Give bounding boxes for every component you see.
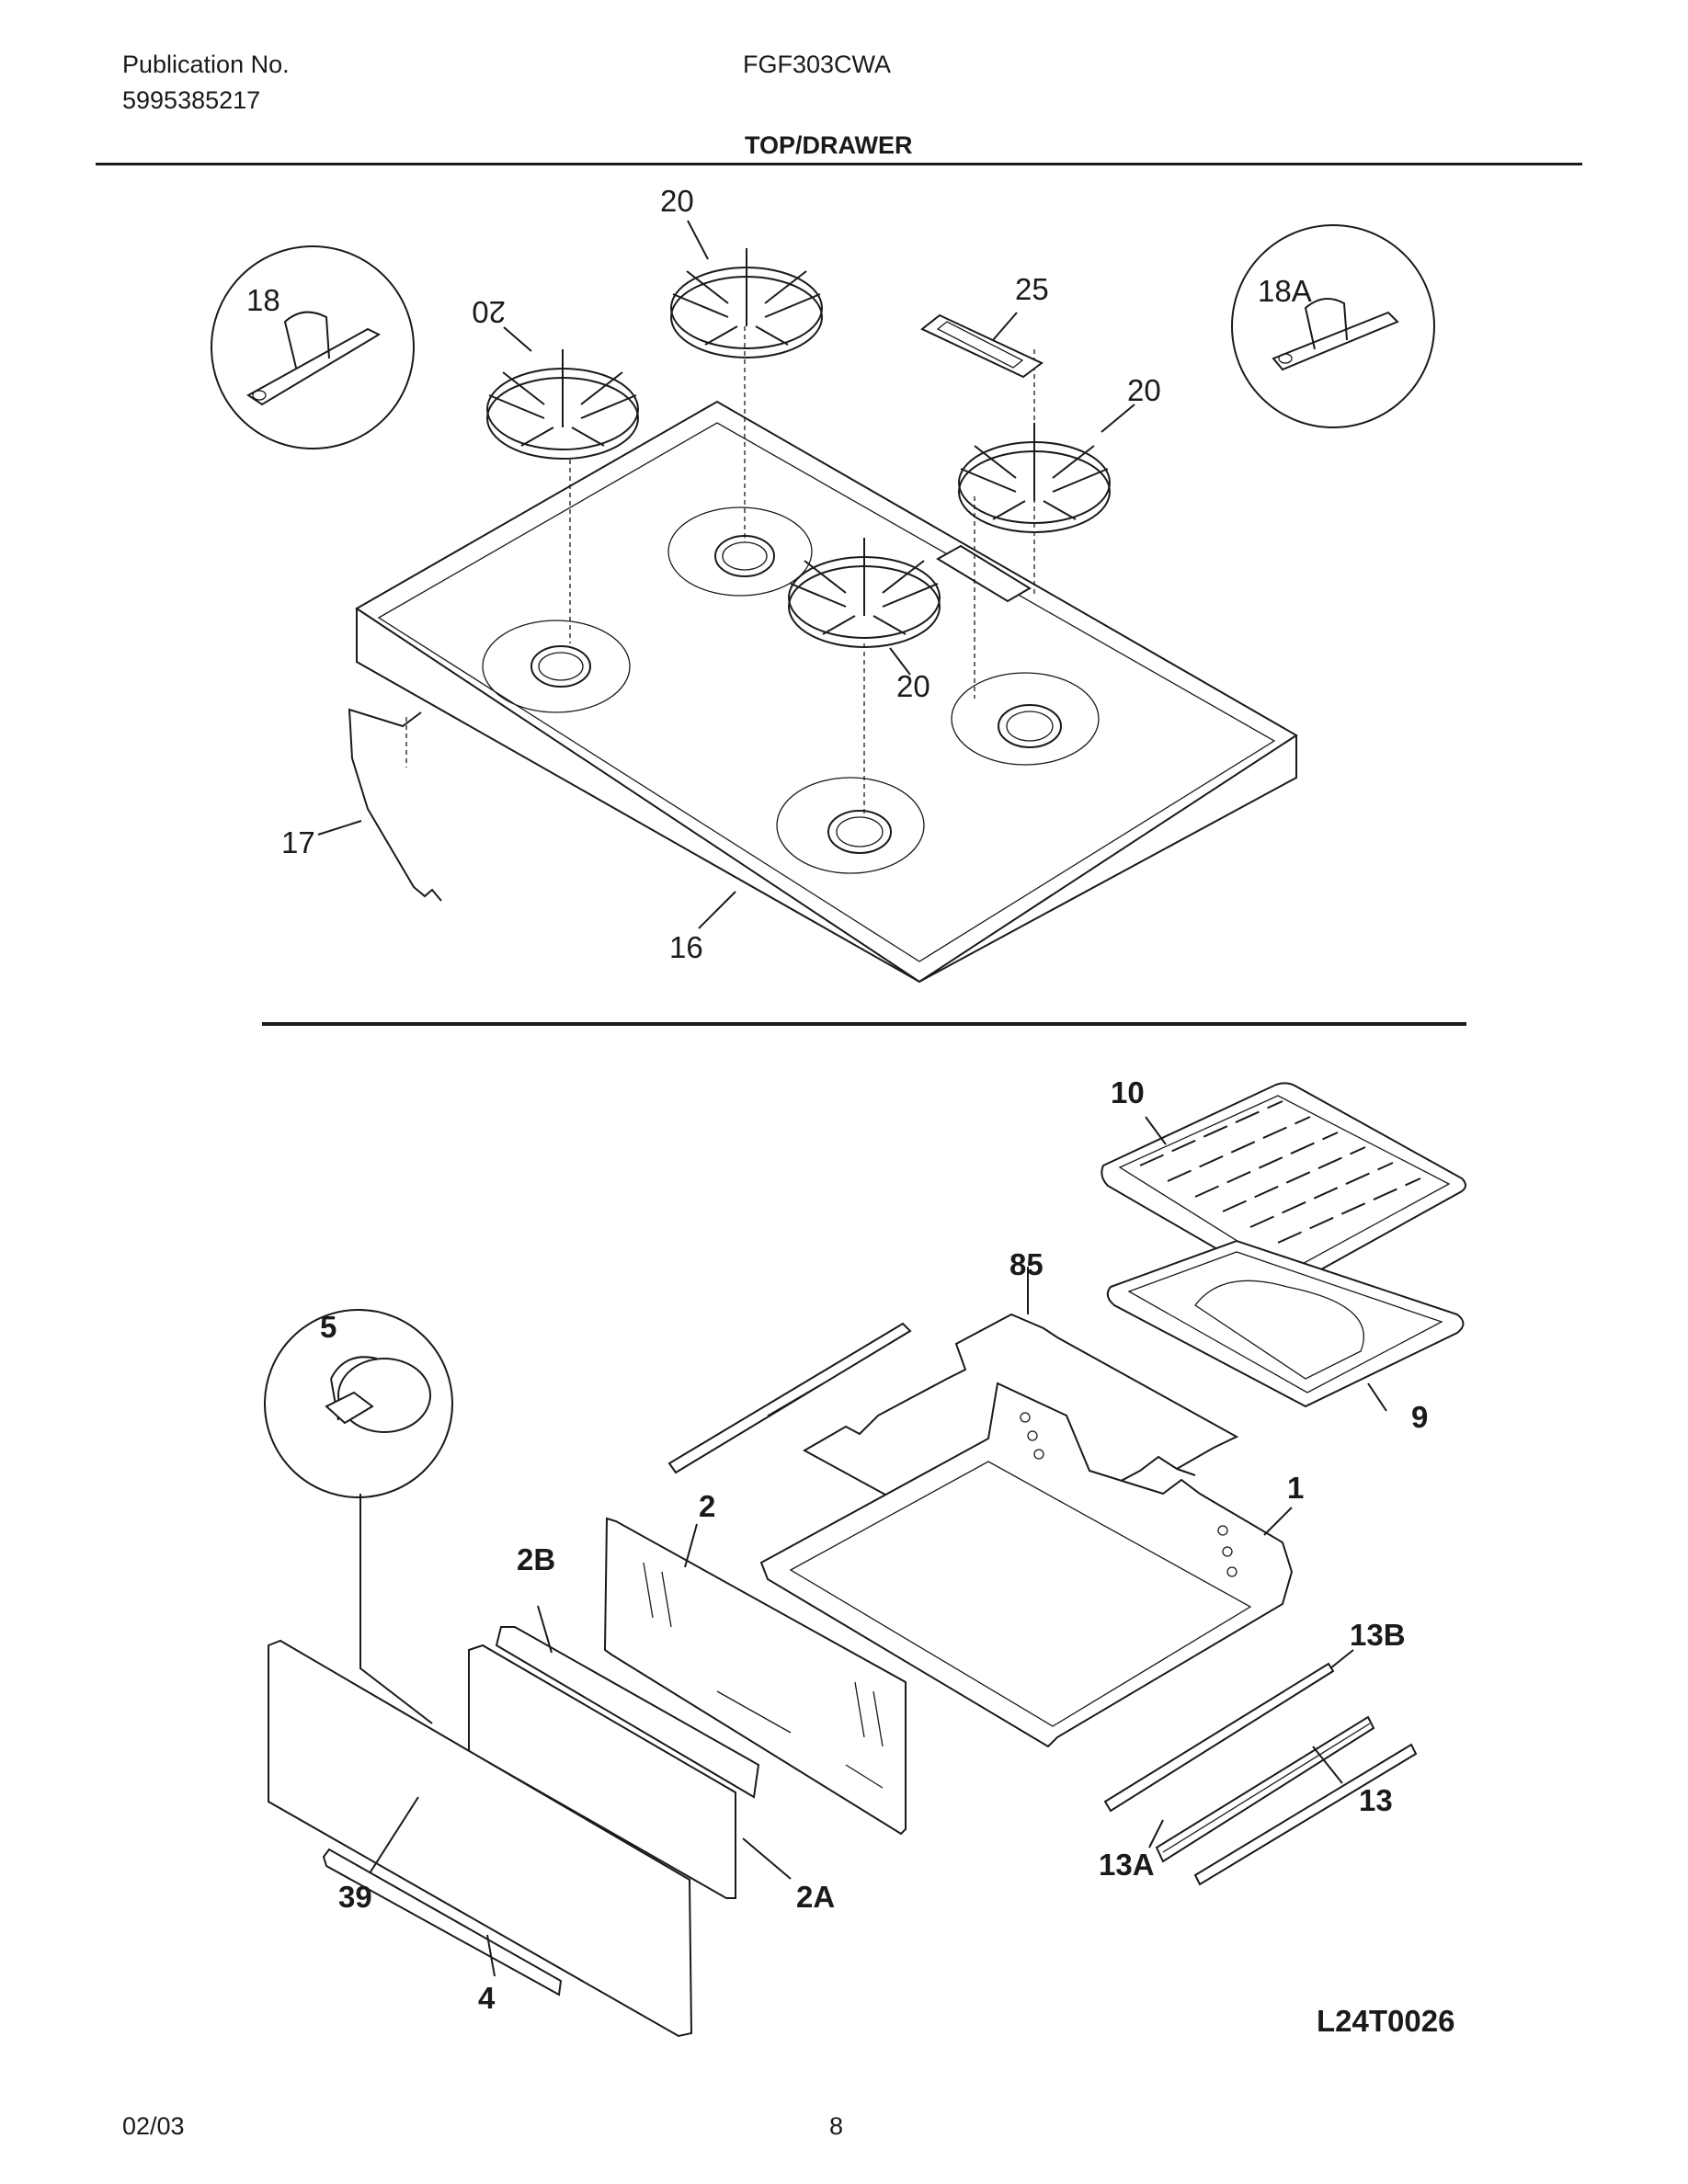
callout-slide-13: 13 <box>1359 1783 1393 1817</box>
section-divider <box>262 1022 1466 1026</box>
slide-13-part <box>1193 1743 1418 1886</box>
section-title: TOP/DRAWER <box>745 131 913 159</box>
broiler-grid-part <box>1101 1082 1466 1287</box>
hinge-detail-right <box>1231 224 1435 428</box>
hinge-detail-left <box>211 245 415 449</box>
diagram-code: L24T0026 <box>1317 2004 1454 2038</box>
callout-grate-right: 20 <box>1127 373 1161 407</box>
burner-well <box>482 620 631 713</box>
callout-knob: 5 <box>320 1310 336 1344</box>
grate-left <box>486 349 639 460</box>
publication-number: 5995385217 <box>122 86 261 114</box>
callout-drawer-back: 2 <box>699 1489 715 1523</box>
callout-broiler-pan: 9 <box>1411 1400 1428 1434</box>
burner-well <box>776 777 925 874</box>
slide-13b-part <box>1103 1662 1335 1813</box>
callout-grate-center: 20 <box>896 669 930 703</box>
leader-lines-bottom <box>369 1116 1387 1977</box>
burner-well <box>951 672 1100 766</box>
callout-pan-rack: 85 <box>1009 1247 1044 1281</box>
callout-plate: 25 <box>1015 272 1049 306</box>
grate-top <box>670 248 823 358</box>
drawer-body-part <box>759 1382 1294 1748</box>
plate-part <box>920 313 1044 379</box>
knob-detail <box>264 1309 453 1724</box>
callout-cooktop: 16 <box>669 930 703 964</box>
leader-lines-top <box>317 220 1135 929</box>
callout-hinge-left: 18 <box>246 283 280 317</box>
page-number: 8 <box>829 2112 844 2140</box>
callout-panel-2b: 2B <box>517 1542 555 1576</box>
callout-grate-left: 20 <box>472 295 506 329</box>
footer-date: 02/03 <box>122 2112 185 2140</box>
callout-hinge-right: 18A <box>1258 274 1312 308</box>
callout-slide-13a: 13A <box>1099 1848 1155 1882</box>
callout-broiler-grid: 10 <box>1111 1075 1145 1109</box>
callout-rod: 17 <box>281 825 315 859</box>
panel-2b-part <box>495 1626 760 1799</box>
drawer-back-part <box>603 1517 907 1836</box>
callout-slide-13b: 13B <box>1350 1618 1406 1652</box>
cooktop-part <box>355 400 1298 984</box>
model-number: FGF303CWA <box>743 51 892 78</box>
callout-grate-top: 20 <box>660 184 694 218</box>
callout-handle: 39 <box>338 1880 372 1914</box>
broiler-pan-part <box>1106 1239 1465 1408</box>
callout-panel-2a: 2A <box>796 1880 835 1914</box>
grate-center <box>788 538 941 648</box>
side-rail-part <box>667 1322 912 1474</box>
publication-label: Publication No. <box>122 51 290 78</box>
rod-part <box>348 708 442 902</box>
grate-right <box>958 423 1111 533</box>
callout-drawer-body: 1 <box>1287 1471 1304 1505</box>
callout-drawer-front: 4 <box>478 1981 496 2015</box>
header-rule <box>96 163 1582 165</box>
drawer-front-part <box>268 1639 693 2038</box>
